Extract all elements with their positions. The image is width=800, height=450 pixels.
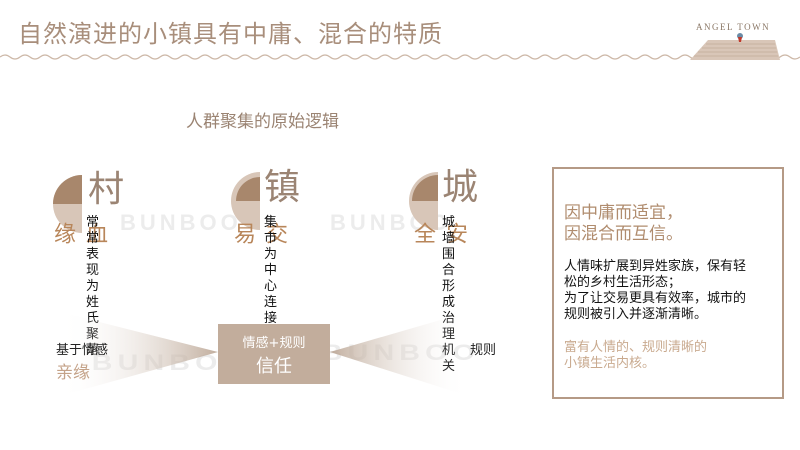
funnel-right-label: 规则 (470, 343, 497, 358)
concept-vertical-label: 血缘 (50, 222, 107, 244)
funnel-left-value: 亲缘 (56, 363, 90, 383)
concept-vertical-label: 交易 (230, 222, 287, 244)
concept-vertical-label: 安全 (410, 222, 467, 244)
summary-title: 因中庸而适宜， 因混合而互信。 (564, 203, 683, 244)
funnel-center-box: 情感+规则 信任 (218, 324, 330, 384)
center-label: 情感+规则 (242, 336, 306, 351)
summary-footer: 富有人情的、规则清晰的 小镇生活内核。 (564, 340, 708, 371)
summary-body: 人情味扩展到异姓家族，保有轻 松的乡村生活形态； 为了让交易更具有效率，城市的 … (564, 259, 747, 322)
half-circle-icon (222, 172, 260, 230)
angel-town-logo-icon (690, 33, 780, 60)
right-funnel (330, 312, 468, 396)
funnel-left-label: 基于情感 (56, 343, 109, 358)
half-circle-icon (400, 172, 438, 230)
concept-char: 城 (442, 167, 479, 208)
section-subtitle: 人群聚集的原始逻辑 (186, 112, 339, 132)
half-circle-icon (44, 175, 82, 233)
logo-text: ANGEL TOWN (696, 22, 771, 32)
concept-char: 镇 (264, 167, 301, 208)
center-value: 信任 (256, 356, 292, 377)
funnel-graphic (60, 312, 468, 396)
left-funnel (60, 312, 218, 396)
wavy-divider (0, 54, 800, 60)
watermark: BUNBOO (120, 210, 242, 235)
page-title: 自然演进的小镇具有中庸、混合的特质 (18, 20, 443, 48)
concept-char: 村 (88, 169, 125, 210)
summary-box: 因中庸而适宜， 因混合而互信。 人情味扩展到异姓家族，保有轻 松的乡村生活形态；… (552, 167, 784, 399)
